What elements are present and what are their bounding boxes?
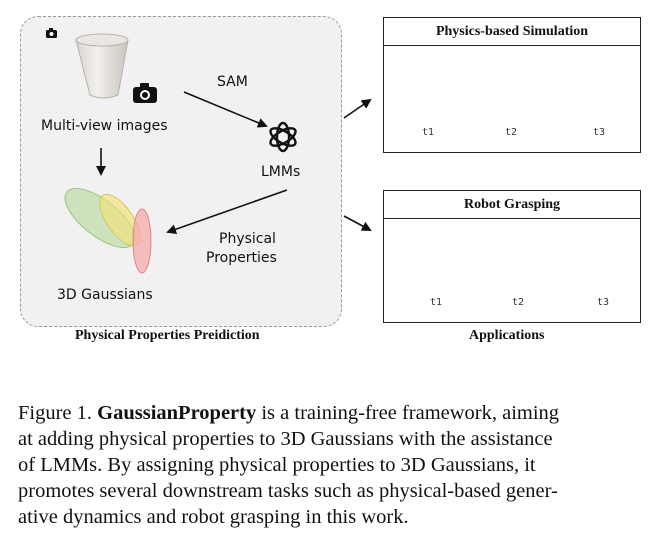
openai-logo-icon <box>269 121 297 153</box>
sim-frame-label: t2 <box>505 127 518 138</box>
sim-frame-label: t1 <box>422 127 435 138</box>
sam-arrow <box>183 91 268 128</box>
grasp-frame-label: t3 <box>597 297 610 308</box>
caption-prefix: Figure 1. <box>18 402 98 424</box>
multiview-label: Multi-view images <box>41 118 168 134</box>
caption-line-3: of LMMs. By assigning physical propertie… <box>18 454 536 476</box>
figure-caption: Figure 1. GaussianProperty is a training… <box>18 400 652 530</box>
caption-line-4: promotes several downstream tasks such a… <box>18 480 558 502</box>
caption-line-2: at adding physical properties to 3D Gaus… <box>18 428 553 450</box>
gaussians-label: 3D Gaussians <box>57 287 153 303</box>
caption-text-1: is a training-free framework, aiming <box>256 402 560 424</box>
arrow-to-simulation <box>343 98 372 119</box>
small-camera-icon <box>46 28 57 38</box>
grasping-title: Robot Grasping <box>384 191 640 219</box>
grasping-panel: Robot Grasping <box>383 190 641 323</box>
prediction-caption: Physical Properties Preidiction <box>75 328 260 343</box>
simulation-title: Physics-based Simulation <box>384 18 640 46</box>
prediction-panel <box>20 16 342 327</box>
sim-frame-label: t3 <box>593 127 606 138</box>
caption-line-1: Figure 1. GaussianProperty is a training… <box>18 400 652 426</box>
framework-name: GaussianProperty <box>97 402 257 424</box>
gaussian-ellipsoids <box>64 188 152 274</box>
camera-icon <box>133 83 157 103</box>
lmm-to-gaussian-arrow <box>166 189 288 235</box>
lmms-label: LMMs <box>261 164 301 180</box>
simulation-panel: Physics-based Simulation <box>383 17 641 153</box>
applications-label: Applications <box>469 328 545 343</box>
caption-line-5: ative dynamics and robot grasping in thi… <box>18 506 409 528</box>
properties-label: Properties <box>206 250 277 266</box>
grasp-frame-label: t1 <box>430 297 443 308</box>
grasp-frame-label: t2 <box>512 297 525 308</box>
arrow-to-grasping <box>343 215 372 231</box>
sam-label: SAM <box>217 74 248 90</box>
physical-label: Physical <box>219 231 276 247</box>
cup-image <box>75 33 129 99</box>
